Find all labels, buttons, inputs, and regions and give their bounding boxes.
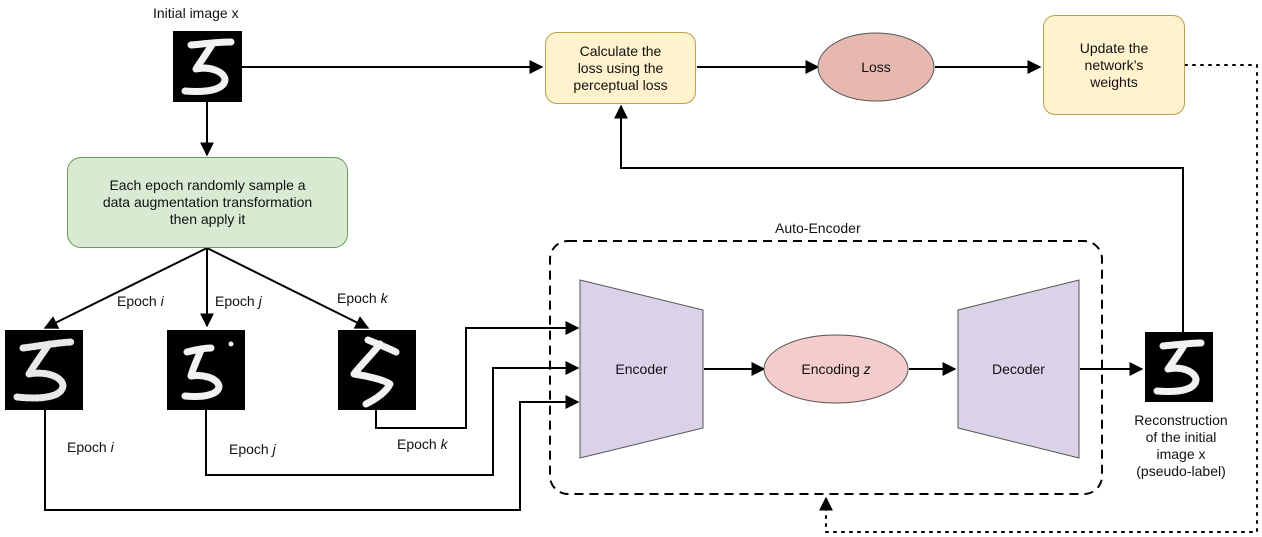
encoding-text: Encoding: [801, 361, 864, 377]
update-weights-box: Update the network’s weights: [1043, 15, 1185, 115]
epoch-k-augmented-digit: [338, 330, 416, 410]
arrow-epoch-k-to-encoder: [375, 321, 580, 429]
arrow-epoch-i-to-encoder: [44, 395, 580, 511]
epoch-i-bottom-prefix: Epoch: [67, 439, 111, 455]
epoch-k-bottom-prefix: Epoch: [397, 436, 441, 452]
autoencoder-title: Auto-Encoder: [775, 220, 861, 236]
encoding-node-shape: [763, 334, 909, 404]
epoch-i-bottom-var: i: [110, 439, 114, 455]
arrow-sample-to-epoch-i: [43, 247, 208, 329]
epoch-j-bottom-label: Epoch j: [229, 441, 276, 458]
epoch-i-top-prefix: Epoch: [117, 293, 161, 309]
loss-node-label: Loss: [861, 59, 891, 75]
epoch-j-bottom-prefix: Epoch: [229, 441, 273, 457]
sample-transformation-box: Each epoch randomly sample a data augmen…: [67, 157, 348, 248]
epoch-k-bottom-label: Epoch k: [397, 436, 448, 453]
initial-image-label: Initial image x: [153, 5, 239, 21]
epoch-i-augmented-digit: [5, 330, 83, 410]
epoch-j-bottom-var: j: [272, 441, 276, 457]
epoch-k-top-prefix: Epoch: [337, 290, 381, 306]
epoch-k-bottom-var: k: [440, 436, 448, 452]
encoder-label: Encoder: [615, 361, 668, 377]
autoencoder-container: [549, 240, 1103, 495]
epoch-i-top-label: Epoch i: [117, 293, 164, 310]
epoch-j-top-label: Epoch j: [215, 293, 262, 310]
arrow-epoch-j-to-encoder: [205, 361, 580, 476]
epoch-i-bottom-label: Epoch i: [67, 439, 114, 456]
epoch-i-top-var: i: [160, 293, 164, 309]
epoch-j-top-var: j: [258, 293, 262, 309]
decoder-shape: [957, 279, 1080, 459]
reconstructed-digit: [1145, 332, 1213, 402]
epoch-k-top-var: k: [380, 290, 388, 306]
decoder-label: Decoder: [992, 361, 1045, 377]
arrow-sample-to-epoch-k: [206, 247, 370, 329]
epoch-k-top-label: Epoch k: [337, 290, 388, 307]
epoch-j-augmented-digit: [167, 330, 245, 410]
encoding-variable: z: [863, 361, 871, 377]
initial-image-digit: [173, 31, 242, 102]
reconstruction-label: Reconstruction of the initial image x (p…: [1134, 412, 1228, 479]
arrow-reconstruction-to-loss-calc: [614, 104, 1184, 332]
epoch-j-top-prefix: Epoch: [215, 293, 259, 309]
encoding-node-label: Encoding z: [764, 335, 908, 403]
dotted-update-to-autoencoder: [819, 64, 1258, 533]
calculate-loss-box: Calculate the loss using the perceptual …: [545, 32, 696, 104]
encoder-shape: [579, 279, 704, 459]
loss-node-shape: [817, 32, 935, 102]
